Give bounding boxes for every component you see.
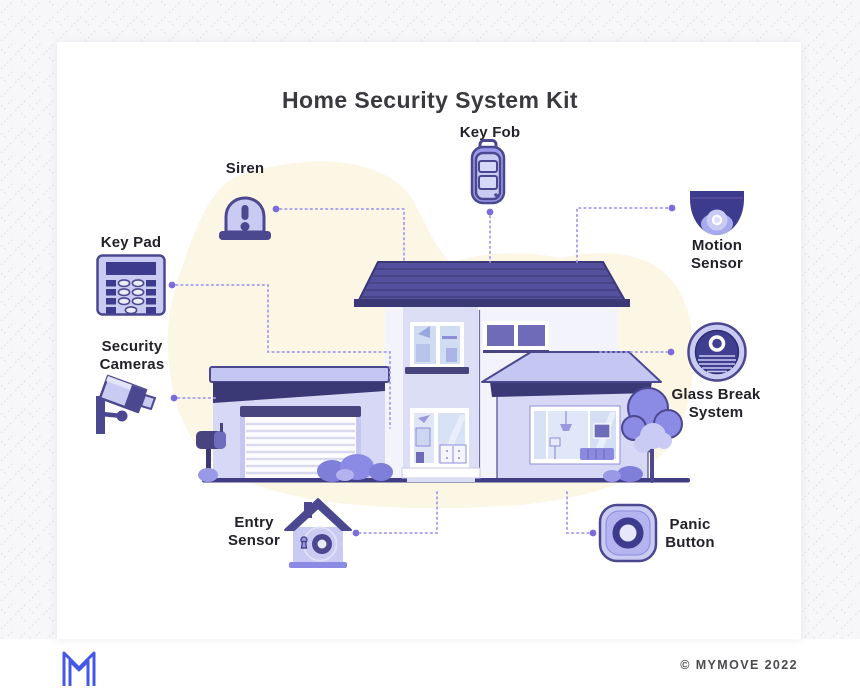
cctv-camera-icon (96, 374, 157, 434)
key-fob-icon (470, 139, 506, 205)
siren-icon (219, 196, 271, 240)
key-fob-label: Key Fob (459, 124, 521, 141)
dome-camera-icon (690, 191, 744, 235)
siren-label: Siren (225, 160, 265, 177)
key-pad-label: Key Pad (100, 234, 162, 251)
mymove-m-logo-icon (62, 651, 96, 686)
entry-sensor-house-icon (284, 498, 352, 568)
keypad-icon (96, 254, 166, 316)
page-title: Home Security System Kit (282, 87, 578, 114)
glass-break-sensor-icon (687, 322, 747, 382)
copyright-text: © MYMOVE 2022 (680, 658, 798, 672)
panic-button-icon (598, 503, 658, 563)
